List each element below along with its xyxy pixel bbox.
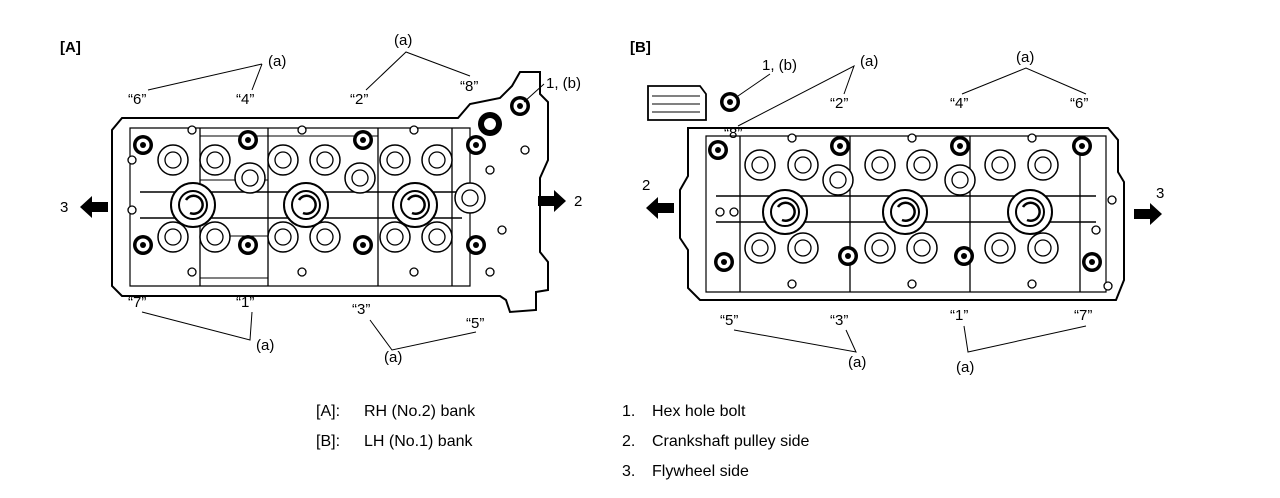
legend-bank-a: [A]: RH (No.2) bank — [316, 403, 475, 421]
a-group-bottom-left-label: (a) — [256, 337, 274, 354]
b-pulley-arrow-icon — [646, 197, 674, 219]
b-group-bottom-left-label: (a) — [848, 354, 866, 371]
a-bolt-4-label: “4” — [236, 91, 254, 108]
b-flywheel-callout: 3 — [1156, 185, 1164, 202]
a-pulley-arrow-icon — [538, 190, 566, 212]
b-bolt-1-label: “1” — [950, 307, 968, 324]
b-bolt-3-label: “3” — [830, 312, 848, 329]
a-bolt-6-label: “6” — [128, 91, 146, 108]
legend-bank-b-text: LH (No.1) bank — [364, 433, 473, 450]
a-bolt-5-label: “5” — [466, 315, 484, 332]
a-group-top-left-label: (a) — [268, 53, 286, 70]
b-flywheel-arrow-icon — [1134, 203, 1162, 225]
legend-item-2-num: 2. — [622, 433, 636, 450]
b-bolt-2-label: “2” — [830, 95, 848, 112]
b-bolt-8-label: “8” — [724, 125, 742, 142]
a-bolt-1-label: “1” — [236, 294, 254, 311]
b-bolt-5-label: “5” — [720, 312, 738, 329]
a-pulley-callout: 2 — [574, 193, 582, 210]
a-group-top-mid-label: (a) — [394, 32, 412, 49]
b-group-bottom-right-label: (a) — [956, 359, 974, 376]
panel-a: [A] — [60, 32, 582, 366]
legend-item-2: 2. Crankshaft pulley side — [622, 433, 809, 451]
legend-bank-a-text: RH (No.2) bank — [364, 403, 476, 420]
a-bolt-7-label: “7” — [128, 294, 146, 311]
b-group-top-right-label: (a) — [1016, 49, 1034, 66]
legend-item-3-text: Flywheel side — [652, 463, 749, 480]
b-group-top-left-label: (a) — [860, 53, 878, 70]
legend-bank-b: [B]: LH (No.1) bank — [316, 433, 473, 451]
legend-item-2-text: Crankshaft pulley side — [652, 433, 810, 450]
legend-bank-b-key: [B]: — [316, 433, 341, 450]
panel-b-title: [B] — [630, 39, 651, 56]
legend-item-1-text: Hex hole bolt — [652, 403, 746, 420]
a-bolt-3-label: “3” — [352, 301, 370, 318]
b-bolt-6-label: “6” — [1070, 95, 1088, 112]
a-group-bottom-mid-label: (a) — [384, 349, 402, 366]
a-flywheel-callout: 3 — [60, 199, 68, 216]
b-hex-bolt-callout: 1, (b) — [762, 57, 797, 74]
b-bolt-4-label: “4” — [950, 95, 968, 112]
a-bolt-8-label: “8” — [460, 78, 478, 95]
legend-item-1-num: 1. — [622, 403, 636, 420]
a-flywheel-arrow-icon — [80, 196, 108, 218]
legend-item-3: 3. Flywheel side — [622, 463, 749, 481]
panel-b: [B] — [630, 39, 1164, 376]
panel-a-title: [A] — [60, 39, 81, 56]
legend-item-3-num: 3. — [622, 463, 636, 480]
a-bolt-2-label: “2” — [350, 91, 368, 108]
b-pulley-callout: 2 — [642, 177, 650, 194]
legend-bank-a-key: [A]: — [316, 403, 341, 420]
a-hex-bolt-callout: 1, (b) — [546, 75, 581, 92]
b-bolt-7-label: “7” — [1074, 307, 1092, 324]
legend-item-1: 1. Hex hole bolt — [622, 403, 745, 421]
